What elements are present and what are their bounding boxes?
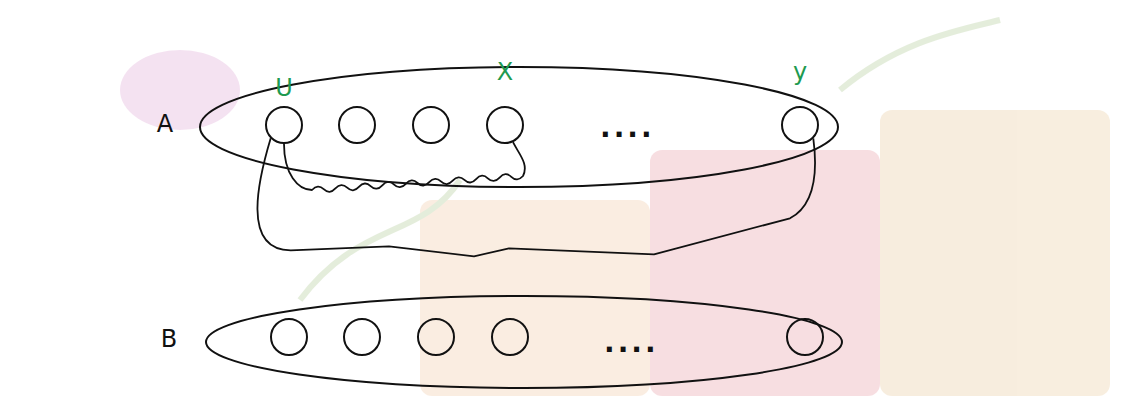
set-label: A: [157, 112, 173, 136]
vertex-circle: U: [265, 106, 303, 144]
ellipse-outline: [199, 66, 839, 188]
watermark-vine: [300, 180, 460, 300]
vertex-circle: [413, 107, 449, 143]
path-curve: [257, 138, 815, 256]
vertex-set-ellipse: B: [205, 295, 843, 389]
vertex-label: X: [497, 60, 513, 84]
ellipsis-label: ....: [600, 114, 655, 142]
vertex-circle: [492, 319, 528, 355]
vertex-circle: y: [781, 106, 819, 144]
vertex-circle: [271, 319, 307, 355]
vertex-circle: [418, 319, 454, 355]
watermark-block: [650, 150, 880, 396]
set-label: B: [161, 327, 177, 351]
vertex-circle: [344, 319, 380, 355]
path-curve: [284, 142, 525, 192]
watermark-butterfly: [120, 50, 240, 130]
vertex-set-ellipse: AUXy: [199, 66, 839, 188]
vertex-circle: [339, 107, 375, 143]
vertex-circle: X: [486, 106, 524, 144]
watermark-block: [880, 110, 1110, 396]
ellipse-outline: [200, 67, 838, 187]
vertex-label: U: [275, 76, 293, 100]
ellipsis-label: ....: [604, 329, 659, 357]
watermark-vine: [840, 20, 1000, 90]
ellipse-outline: [205, 295, 843, 389]
ellipse-outline: [206, 296, 842, 388]
vertex-label: y: [793, 60, 807, 84]
